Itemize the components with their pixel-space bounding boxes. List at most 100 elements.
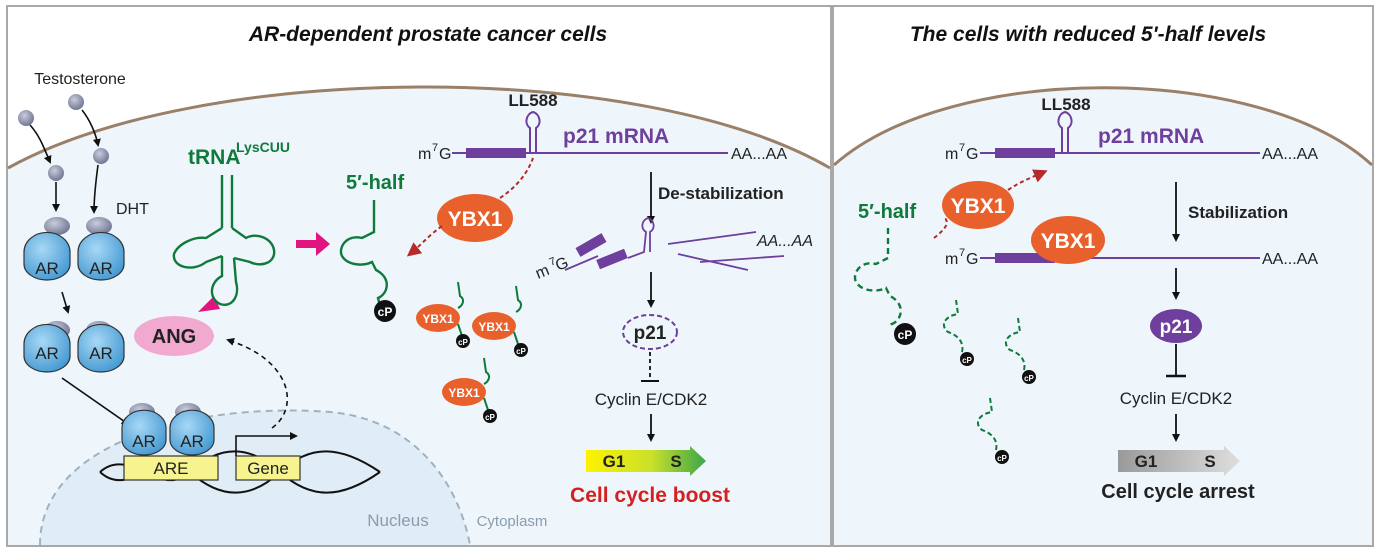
p21-cds-stable [995, 253, 1055, 263]
ar-label: AR [89, 259, 113, 278]
p21-protein-reduced [622, 314, 678, 350]
ybx1-label: YBX1 [448, 208, 503, 231]
cell-membrane-right [833, 86, 1374, 167]
nuclear-translocation-arrow [61, 377, 130, 426]
p21-label: p21 [634, 323, 667, 344]
ll588-hairpin [525, 110, 541, 153]
cell-membrane-left [7, 85, 831, 170]
m7g-m: m [945, 146, 958, 163]
cleavage-arrow [296, 232, 330, 256]
trna-cloverleaf [172, 175, 276, 306]
ar-label: AR [35, 344, 59, 363]
ybx1-protein [437, 194, 513, 242]
polya-label: AA...AA [731, 146, 787, 163]
gene-box [235, 455, 301, 481]
five-half-small: cP [1004, 317, 1036, 384]
cytoplasm-label: Cytoplasm [477, 513, 548, 530]
dht-label: DHT [116, 201, 149, 218]
m7g-7: 7 [432, 142, 438, 154]
ybx1-label: YBX1 [951, 195, 1006, 218]
ar-label: AR [132, 432, 156, 451]
m7g-7-fragment: 7 [548, 255, 558, 268]
cp-label: cP [378, 305, 393, 319]
p21-label: p21 [1160, 317, 1193, 338]
p21-protein [1150, 309, 1202, 343]
s-label: S [670, 452, 681, 471]
ybx1-5half-complex: YBX1 cP [442, 357, 497, 423]
five-half-small: cP [942, 299, 974, 366]
transcription-start-arrow [235, 432, 298, 456]
ar-label: AR [180, 432, 204, 451]
destabilization-label: De-stabilization [658, 184, 784, 203]
left-title: AR-dependent prostate cancer cells [248, 23, 607, 46]
m7g-7-stable: 7 [959, 247, 965, 259]
cp-label: cP [898, 328, 913, 342]
ybx1-tail-line [933, 217, 948, 239]
five-half-fragment-reduced [853, 228, 902, 327]
five-half-small: cP [976, 397, 1009, 464]
p21-cds [466, 148, 526, 158]
gene-label: Gene [247, 459, 289, 478]
g1-s-transition-arrow [586, 446, 706, 476]
cp-small-label: cP [962, 356, 972, 365]
stabilization-label: Stabilization [1188, 203, 1288, 222]
ybx1-5half-complex: YBX1 cP [472, 285, 528, 357]
outcome-label: Cell cycle arrest [1101, 481, 1255, 503]
polya-fragment-label: AA...AA [756, 233, 813, 250]
are-box [123, 455, 219, 481]
p21-mrna-label: p21 mRNA [1098, 125, 1204, 148]
five-half-label: 5′-half [346, 172, 404, 194]
m7g-7: 7 [959, 142, 965, 154]
m7g-g-stable: G [966, 251, 978, 268]
outcome-label: Cell cycle boost [570, 484, 730, 507]
five-half-label: 5′-half [858, 201, 916, 223]
cp-small-label: cP [997, 454, 1007, 463]
g1-s-arrest-arrow [1118, 446, 1240, 476]
ang-enzyme [134, 316, 214, 356]
nucleus-label: Nucleus [367, 511, 428, 530]
five-half-fragment [339, 200, 388, 307]
polya-stable-label: AA...AA [1262, 251, 1318, 268]
dimerization-arrow [61, 291, 71, 314]
polya-label: AA...AA [1262, 146, 1318, 163]
m7g-m-fragment: m [533, 262, 552, 283]
ybx1-protein-free [942, 181, 1014, 229]
ll588-label: LL588 [1041, 95, 1090, 114]
cyclic-phosphate [374, 300, 396, 322]
ybx1-from-mrna-line [499, 157, 534, 199]
ybx1-to-5half-arrow [406, 225, 443, 257]
testosterone-molecules [18, 94, 109, 214]
ar-label: AR [35, 259, 59, 278]
cyclin-label: Cyclin E/CDK2 [595, 390, 707, 409]
ybx1-small-label: YBX1 [448, 386, 480, 400]
m7g-g-fragment: G [553, 254, 571, 274]
ar-dna-complex: AR AR [121, 403, 215, 456]
ar-label: AR [89, 344, 113, 363]
are-label: ARE [154, 459, 189, 478]
ang-label: ANG [152, 326, 196, 348]
ybx1-5half-complex: YBX1 cP [416, 281, 470, 348]
ar-dht-complex-2: AR AR [23, 321, 125, 373]
m7g-g: G [439, 146, 451, 163]
ybx1-small-label: YBX1 [478, 320, 510, 334]
right-title: The cells with reduced 5'-half levels [910, 23, 1266, 46]
ybx1-bound-label: YBX1 [1041, 230, 1096, 253]
ybx1-bound [1031, 216, 1105, 264]
g1-label: G1 [603, 452, 626, 471]
trna-superscript: LysCUU [236, 139, 290, 155]
p21-mrna-label: p21 mRNA [563, 125, 669, 148]
m7g-m: m [418, 146, 431, 163]
cyclin-label: Cyclin E/CDK2 [1120, 389, 1232, 408]
testosterone-label: Testosterone [34, 71, 126, 88]
ybx1-to-mrna-arrow [1007, 169, 1048, 191]
g1-label: G1 [1135, 452, 1158, 471]
ang-induction-arrow [226, 337, 288, 429]
cp-small-label: cP [516, 347, 526, 356]
cp-small-label: cP [485, 413, 495, 422]
m7g-g: G [966, 146, 978, 163]
trna-label: tRNA [188, 146, 241, 169]
m7g-m-stable: m [945, 251, 958, 268]
p21-cds [995, 148, 1055, 158]
ybx1-small-label: YBX1 [422, 312, 454, 326]
